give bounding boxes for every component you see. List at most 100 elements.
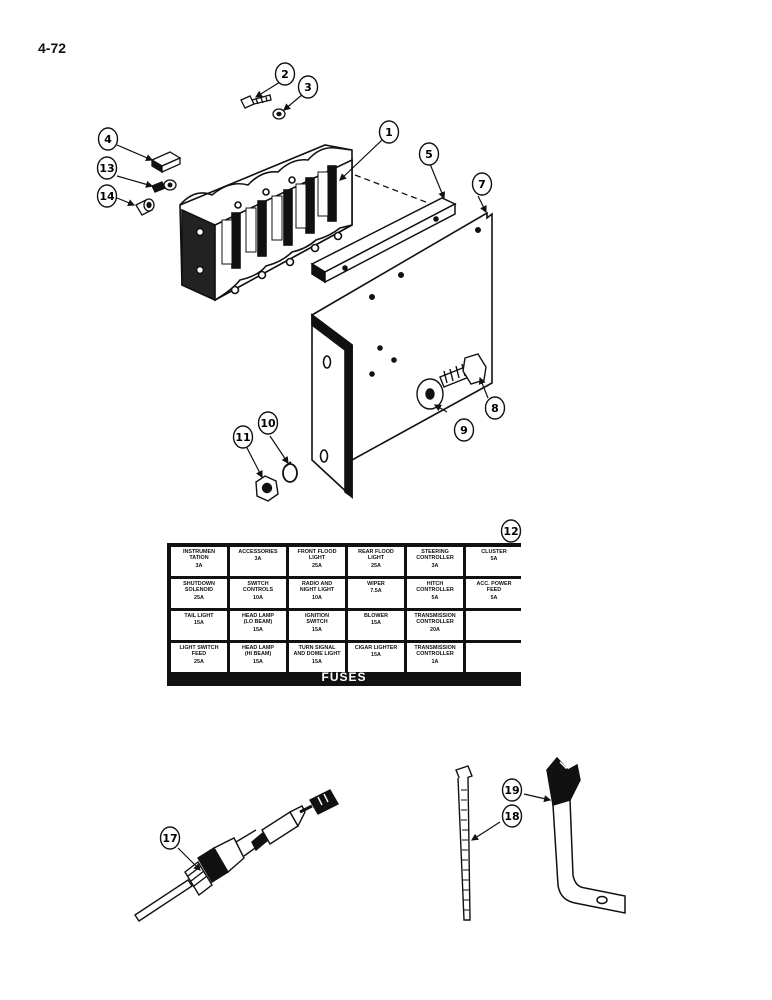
fuse-cell-amperage: 3A <box>254 556 262 563</box>
fuse-cell-label: TRANSMISSION <box>414 645 456 651</box>
fuse-cell-amperage: 15A <box>194 620 204 627</box>
fuse-cell-amperage: 1A <box>431 658 439 665</box>
connector-sleeve <box>135 198 155 216</box>
callout-10: 10 <box>257 411 279 435</box>
fuse-cell-label: SWITCH <box>247 581 269 587</box>
callout-number: 4 <box>104 133 112 146</box>
callout-9: 9 <box>453 418 475 442</box>
fuse-cell-amperage: 15A <box>253 658 263 665</box>
callout-number: 2 <box>281 68 289 81</box>
fuse-cell-label: LIGHT <box>367 555 385 562</box>
bolt <box>439 353 487 388</box>
fuse-cell-label: SOLENOID <box>184 587 214 594</box>
fuse-cell-amperage: 25A <box>371 562 381 569</box>
fuse-cell-label: AND DOME LIGHT <box>293 651 341 658</box>
callout-1: 1 <box>378 120 400 144</box>
callout-number: 9 <box>460 424 468 437</box>
fuse-cell-label: CONTROLLER <box>416 651 454 658</box>
fuse-cell-amperage: 15A <box>371 652 381 659</box>
fuse-cell-label: HITCH <box>426 581 444 587</box>
fuse-cell-amperage: 25A <box>194 658 204 665</box>
mounting-bar <box>310 197 457 284</box>
callout-2: 2 <box>274 62 296 86</box>
callout-number: 8 <box>491 402 499 415</box>
callout-13: 13 <box>96 156 118 180</box>
blade-fuse <box>150 151 182 174</box>
fuse-cell-label: HEAD LAMP <box>241 613 275 619</box>
fuse-cell-amperage: 20A <box>430 626 440 633</box>
fuse-cell-label: FEED <box>191 651 207 658</box>
fuse-cell-amperage: 5A <box>431 594 439 601</box>
fuse-cell-label: REAR FLOOD <box>358 549 394 555</box>
fuse-block <box>179 144 353 302</box>
fuse-cell-label: INSTRUMEN <box>182 549 216 555</box>
fuse-cell-label: (HI BEAM) <box>244 651 272 658</box>
page-number: 4-72 <box>38 40 67 56</box>
fuse-cell-label: ACC. POWER <box>476 581 512 587</box>
fuse-cell-label: BLOWER <box>364 613 388 619</box>
callout-11: 11 <box>232 425 254 449</box>
harness-clip <box>546 756 626 914</box>
callout-12: 12 <box>500 519 522 543</box>
fuse-cell-label: CONTROLLER <box>416 555 454 562</box>
fuse-cell-label: CLUSTER <box>481 549 507 555</box>
callout-17: 17 <box>159 826 181 850</box>
washer-small <box>272 108 286 120</box>
callout-14: 14 <box>96 184 118 208</box>
callout-number: 10 <box>260 417 276 430</box>
fuse-cell-amperage: 3A <box>431 562 439 569</box>
fuse-cell-amperage: 25A <box>312 562 322 569</box>
fuse-cell-label: NIGHT LIGHT <box>299 587 335 594</box>
flat-washer <box>416 378 444 410</box>
fuse-cell-label: WIPER <box>367 581 385 587</box>
fuse-cell-amperage: 25A <box>194 594 204 601</box>
fuse-cell-label: (LO BEAM) <box>243 619 273 626</box>
fuse-cell-amperage: 10A <box>253 594 263 601</box>
alignment-line <box>354 174 453 213</box>
fuse-cell-amperage: 5A <box>490 556 498 563</box>
callout-number: 11 <box>235 431 250 444</box>
mounting-bracket <box>310 211 493 499</box>
leader-lines <box>116 81 552 871</box>
callout-number: 18 <box>504 810 519 823</box>
callout-18: 18 <box>501 804 523 828</box>
screw <box>240 94 272 109</box>
fuse-cell-amperage: 5A <box>490 594 498 601</box>
fuse-cell-label: CONTROLLER <box>416 619 454 626</box>
callout-number: 5 <box>425 148 433 161</box>
fuse-cell-label: TRANSMISSION <box>414 613 456 619</box>
callout-number: 7 <box>478 178 486 191</box>
callout-7: 7 <box>471 172 493 196</box>
lock-washer <box>282 461 298 483</box>
fuse-cell-label: SHUTDOWN <box>183 581 215 587</box>
hex-nut <box>255 475 279 502</box>
callout-8: 8 <box>484 396 506 420</box>
fuse-cell-label: CIGAR LIGHTER <box>354 645 398 651</box>
fuse-cell-label: RADIO AND <box>301 581 333 587</box>
fuse-cell-amperage: 3A <box>195 562 203 569</box>
fuse-cell-label: FRONT FLOOD <box>297 549 337 555</box>
callout-number: 17 <box>162 832 177 845</box>
fuse-cell-label: LIGHT <box>308 555 326 562</box>
callout-4: 4 <box>97 127 119 151</box>
callout-number: 14 <box>99 190 115 203</box>
